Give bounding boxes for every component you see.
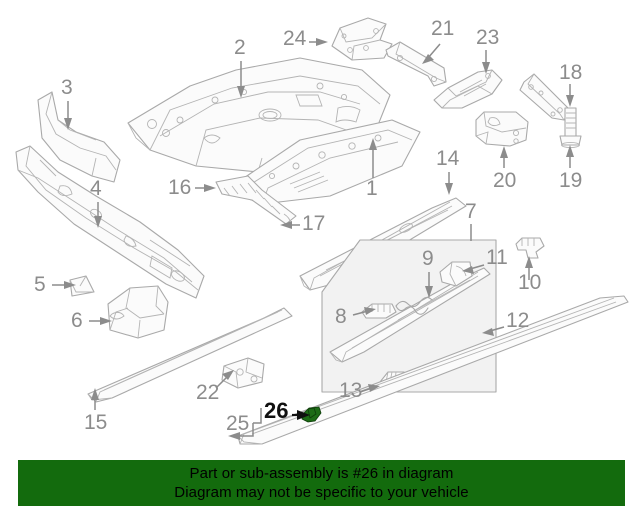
callout-leaders xyxy=(52,38,574,440)
callout-label-5[interactable]: 5 xyxy=(34,273,46,296)
callout-label-17[interactable]: 17 xyxy=(302,212,326,235)
callout-label-3[interactable]: 3 xyxy=(61,76,73,99)
part-12-rocker-panel xyxy=(329,267,491,363)
callout-label-14[interactable]: 14 xyxy=(436,147,460,170)
part-3-rail xyxy=(37,91,121,183)
part-19-bolt xyxy=(559,107,582,149)
callout-label-25[interactable]: 25 xyxy=(226,412,250,435)
callout-label-13[interactable]: 13 xyxy=(339,379,363,402)
part-10-clip xyxy=(515,237,545,259)
callout-label-7[interactable]: 7 xyxy=(465,200,477,223)
callout-label-16[interactable]: 16 xyxy=(168,176,192,199)
callout-label-9[interactable]: 9 xyxy=(422,247,434,270)
callout-label-26[interactable]: 26 xyxy=(264,398,289,423)
part-8-clip xyxy=(361,303,397,319)
callout-label-8[interactable]: 8 xyxy=(335,305,347,328)
part-6-bracket xyxy=(107,285,169,339)
callout-label-11[interactable]: 11 xyxy=(486,246,508,269)
callout-label-23[interactable]: 23 xyxy=(476,26,500,49)
part-26-highlighted-clip xyxy=(301,406,322,423)
banner-line-1: Part or sub-assembly is #26 in diagram xyxy=(189,464,454,482)
part-18-strap xyxy=(519,73,571,121)
callout-label-6[interactable]: 6 xyxy=(71,309,83,332)
callout-label-4[interactable]: 4 xyxy=(90,177,102,200)
callout-label-19[interactable]: 19 xyxy=(559,169,583,192)
part-16-bracket xyxy=(215,175,297,225)
part-9-clip-strip xyxy=(395,296,433,315)
callout-label-21[interactable]: 21 xyxy=(431,17,455,40)
part-5-wedge xyxy=(69,275,95,297)
callout-label-12[interactable]: 12 xyxy=(506,309,530,332)
callout-label-18[interactable]: 18 xyxy=(559,61,583,84)
callout-label-24[interactable]: 24 xyxy=(283,27,307,50)
callout-label-22[interactable]: 22 xyxy=(196,381,220,404)
disclaimer-banner: Part or sub-assembly is #26 in diagram D… xyxy=(18,460,625,506)
part-11-clip xyxy=(439,261,473,287)
callout-label-1[interactable]: 1 xyxy=(366,177,378,200)
part-21-bracket xyxy=(385,41,447,87)
part-24-reinforcement xyxy=(331,17,393,61)
part-22-bracket xyxy=(221,357,265,389)
part-20-bracket xyxy=(475,111,529,147)
callout-label-10[interactable]: 10 xyxy=(518,271,542,294)
callout-label-2[interactable]: 2 xyxy=(234,36,246,59)
part-15-rocker-reinforcement xyxy=(87,307,293,403)
banner-line-2: Diagram may not be specific to your vehi… xyxy=(174,484,469,501)
callout-label-15[interactable]: 15 xyxy=(84,411,108,434)
callout-label-20[interactable]: 20 xyxy=(493,169,517,192)
part-4-frame-rail xyxy=(15,145,205,299)
part-23-channel-bracket xyxy=(433,69,503,109)
